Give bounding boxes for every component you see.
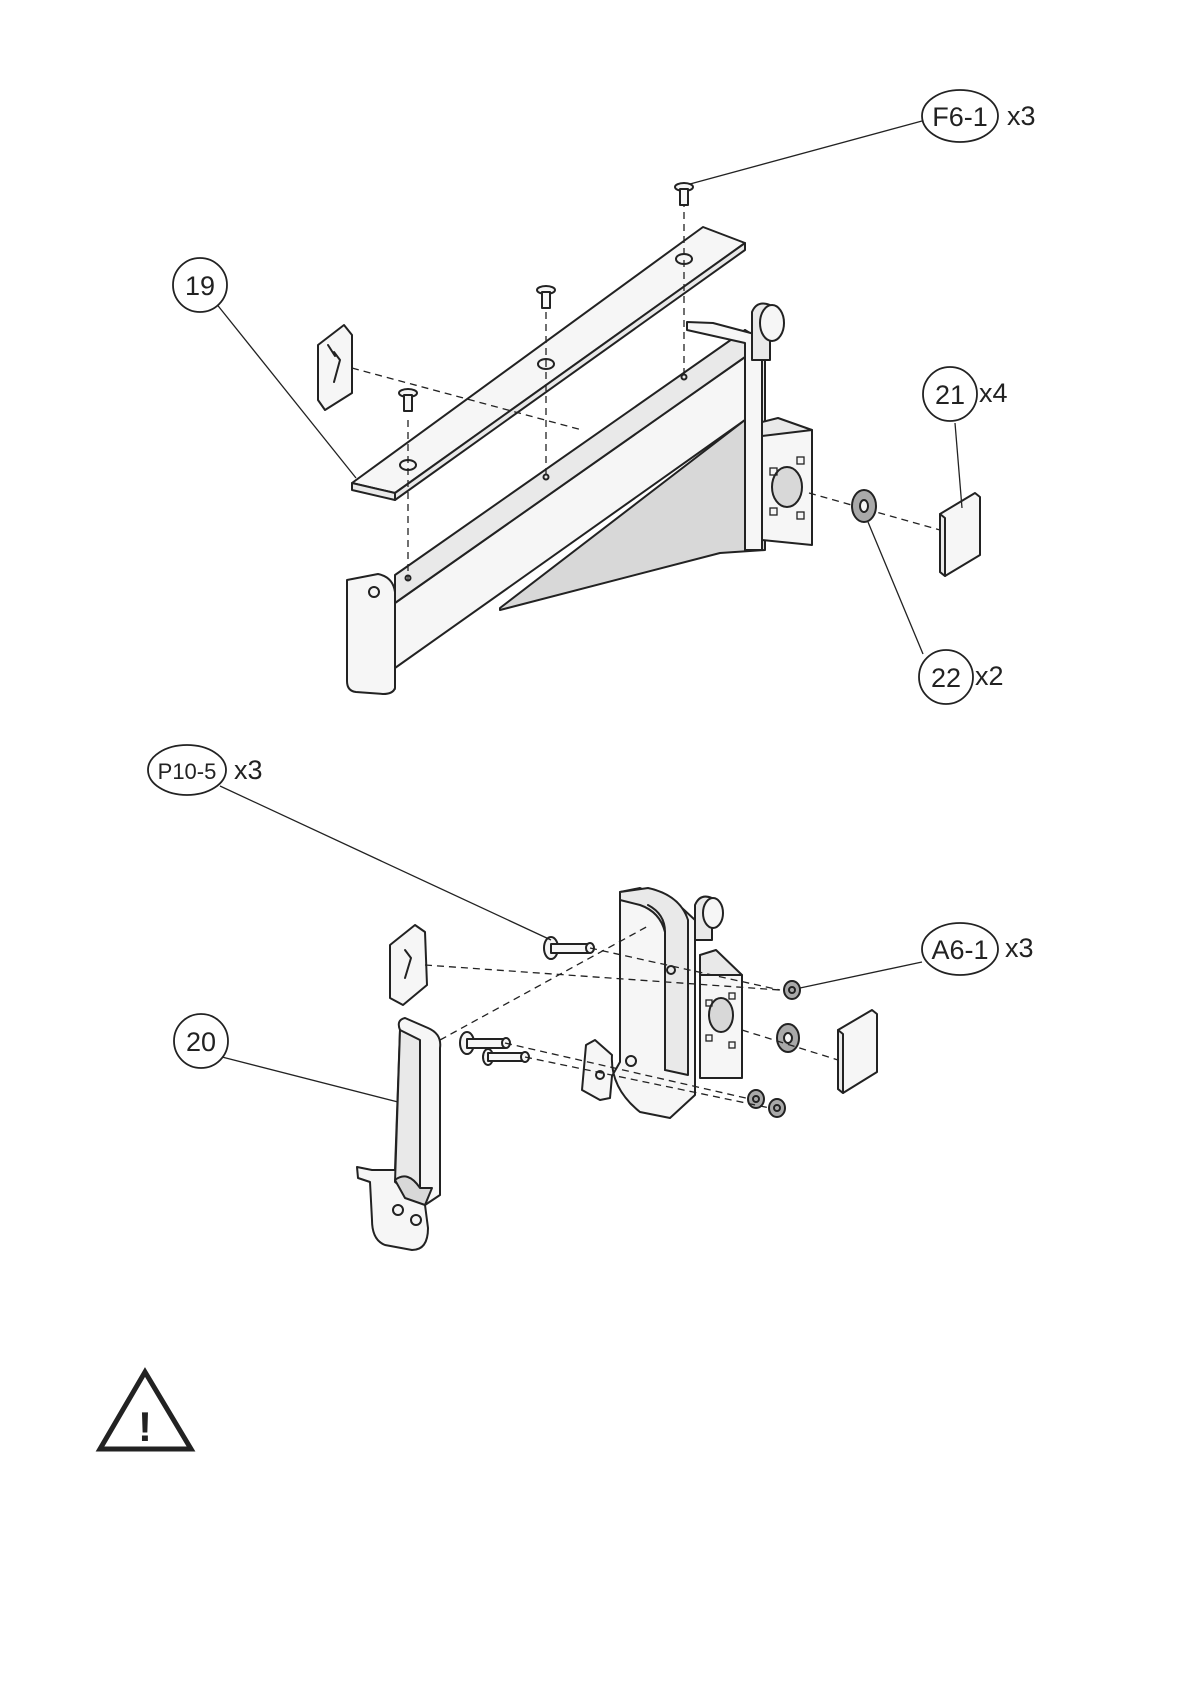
- callout-qty: x3: [1005, 933, 1034, 963]
- washer-lower: [777, 1024, 799, 1052]
- hook-20: [357, 1018, 440, 1250]
- screw-f6-1: [675, 183, 693, 205]
- leader-line: [800, 962, 922, 988]
- callout-qty: x4: [979, 378, 1008, 408]
- callout-a6-1: A6-1 x3: [922, 923, 1034, 975]
- screw-f6-1: [537, 286, 555, 308]
- mount-bracket: [582, 888, 742, 1118]
- screw-a6-1: [748, 1090, 764, 1108]
- upper-assembly: [215, 121, 980, 694]
- screw-a6-1: [784, 981, 800, 999]
- callout-qty: x3: [234, 755, 263, 785]
- leader-line: [868, 522, 923, 654]
- end-cap-left-lower: [390, 925, 427, 1005]
- callout-p10-5: P10-5 x3: [148, 745, 263, 795]
- washer-22: [852, 490, 876, 522]
- pin-p10-5: [483, 1049, 529, 1065]
- pin-p10-5: [544, 937, 594, 959]
- callout-label: 21: [935, 380, 965, 410]
- callout-f6-1: F6-1 x3: [922, 90, 1036, 142]
- lower-assembly: [220, 786, 922, 1250]
- leader-line: [955, 423, 962, 508]
- callout-19: 19: [173, 258, 227, 312]
- end-cap-21: [940, 493, 980, 576]
- leader-line: [220, 786, 551, 940]
- callout-20: 20: [174, 1014, 228, 1068]
- callout-label: 19: [185, 271, 215, 301]
- screw-a6-1: [769, 1099, 785, 1117]
- callout-label: P10-5: [158, 759, 217, 784]
- end-cap-left-upper: [318, 325, 352, 410]
- warning-symbol: !: [138, 1403, 152, 1450]
- warning-triangle-icon: !: [100, 1372, 191, 1450]
- callout-qty: x2: [975, 661, 1004, 691]
- callout-21: 21 x4: [923, 367, 1008, 421]
- screw-f6-1: [399, 389, 417, 411]
- leader-line: [690, 121, 922, 184]
- callout-qty: x3: [1007, 101, 1036, 131]
- leader-line: [222, 1057, 398, 1102]
- end-cap-lower: [838, 1010, 877, 1093]
- callout-22: 22 x2: [919, 650, 1004, 704]
- callout-label: F6-1: [932, 102, 988, 132]
- callout-label: 20: [186, 1027, 216, 1057]
- callout-label: A6-1: [931, 935, 988, 965]
- callout-label: 22: [931, 663, 961, 693]
